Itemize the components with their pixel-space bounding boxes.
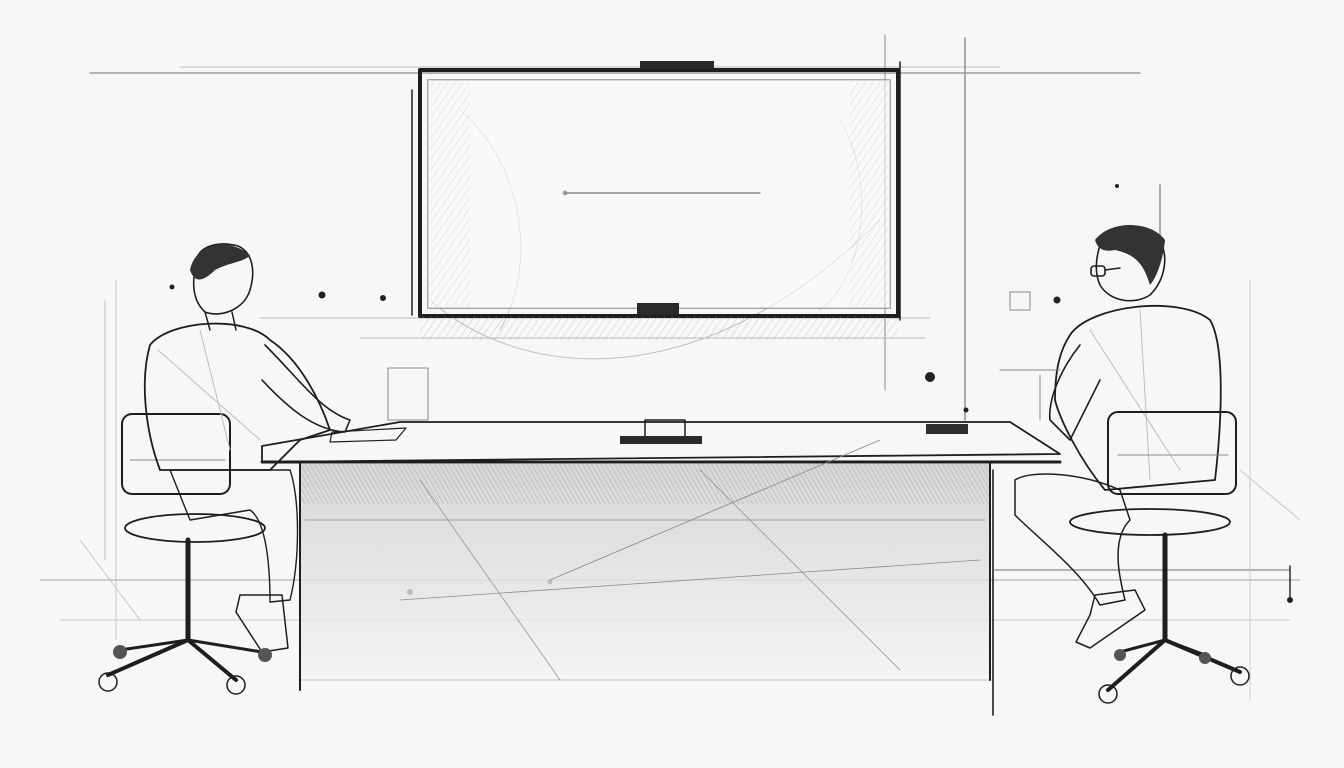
wall-screen (411, 61, 901, 340)
person-left (98, 243, 351, 695)
person-right (1014, 225, 1250, 704)
scribble-accents (79, 291, 1301, 621)
conference-table (260, 419, 1062, 691)
ink-dots (169, 184, 1293, 603)
